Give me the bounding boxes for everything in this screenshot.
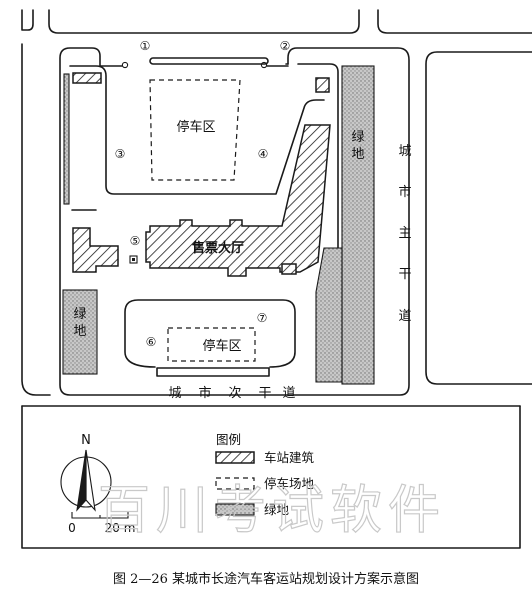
north-gate-bar [149, 57, 269, 65]
kiosk-northeast [315, 77, 330, 93]
legend-title: 图例 [216, 432, 241, 447]
main-road-char-5: 道 [398, 309, 413, 324]
green-area-east-label-1: 绿地 [351, 130, 364, 162]
entrance-2: ② [280, 39, 291, 53]
station-building-annex [281, 263, 297, 275]
scale-bar: 0 20 m [68, 512, 135, 535]
green-area-east-lower [315, 247, 343, 383]
entrance-1: ① [140, 39, 151, 53]
compass-needle-light [85, 449, 96, 512]
green-area-west-label: 绿地 [73, 307, 86, 339]
north-compass: N [60, 433, 112, 512]
watermark: 百川考试软件 [98, 481, 446, 541]
entrance-5: ⑤ [130, 234, 141, 248]
entrance-markers: ① ② ③ ④ ⑤ ⑥ ⑦ [115, 39, 291, 349]
compass-north-letter: N [81, 433, 91, 448]
booth-core [132, 258, 135, 261]
kiosk-northwest [72, 72, 102, 84]
legend-label-green: 绿地 [264, 502, 290, 517]
entrance-7: ⑦ [257, 311, 268, 325]
secondary-road-char-3: 次 [228, 385, 243, 401]
secondary-road-char-5: 道 [282, 386, 297, 401]
booth [129, 255, 138, 264]
compass-needle-dark [76, 449, 87, 512]
circulation-road [69, 63, 339, 281]
legend-swatch-green [215, 503, 255, 516]
main-road-label: 城 市 主 干 道 [398, 144, 413, 324]
parking-zone-south-label: 停车区 [202, 338, 241, 354]
scale-zero: 0 [68, 521, 76, 535]
south-gate-bar [156, 367, 270, 377]
legend-label-building: 车站建筑 [264, 450, 315, 465]
legend-swatch-building [215, 451, 255, 464]
scale-length: 20 m [105, 521, 136, 535]
main-road-char-3: 主 [398, 226, 413, 241]
secondary-road-char-4: 干 [258, 386, 273, 401]
ticket-hall-label: 售票大厅 [192, 240, 244, 256]
main-road-char-2: 市 [398, 184, 413, 200]
secondary-road-char-1: 城 [168, 386, 183, 401]
city-blocks [21, 9, 532, 549]
legend-swatch-parking [215, 477, 255, 490]
green-area-west [62, 289, 98, 375]
legend-label-parking: 停车场地 [264, 476, 315, 491]
parking-zone-north-label: 停车区 [176, 119, 215, 135]
station-building-main [145, 124, 331, 277]
parking-zone-south [167, 327, 256, 362]
main-road-char-1: 城 [398, 144, 413, 159]
legend: 图例 车站建筑 停车场地 绿地 [215, 432, 315, 517]
green-area-east [341, 65, 375, 385]
parking-zone-north [149, 79, 241, 181]
site-boundary [59, 47, 410, 396]
station-building-west [72, 227, 119, 273]
south-lot-outline [124, 299, 296, 368]
figure-caption: 图 2—26 某城市长途汽车客运站规划设计方案示意图 [112, 572, 420, 587]
secondary-road-char-2: 市 [198, 385, 213, 401]
green-strip-west [63, 73, 70, 205]
secondary-road-label: 城 市 次 干 道 [168, 385, 297, 401]
entrance-6: ⑥ [146, 335, 157, 349]
entrance-4: ④ [258, 147, 269, 161]
main-road-char-4: 干 [398, 267, 413, 282]
entrance-3: ③ [115, 147, 126, 161]
